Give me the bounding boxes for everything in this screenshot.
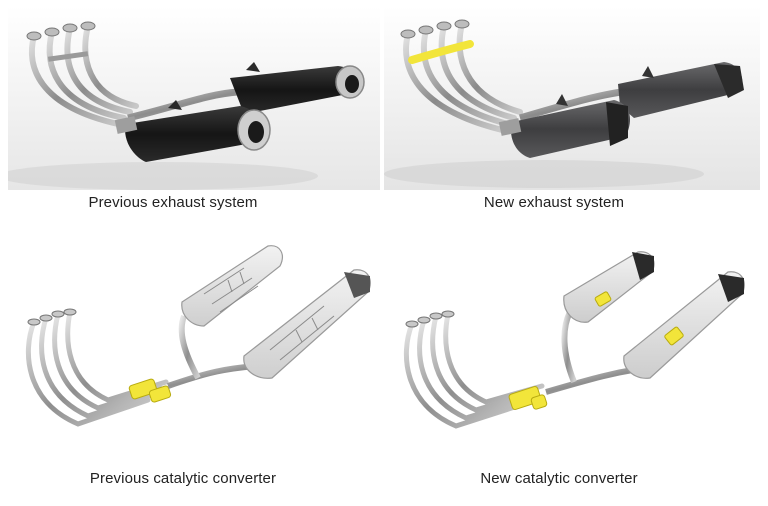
- new-catalyst-block: [508, 386, 548, 410]
- previous-exhaust-image: [8, 6, 380, 190]
- new-exhaust-image: [384, 6, 760, 190]
- new-rear-muffler: [618, 62, 744, 118]
- previous-catalytic-caption: Previous catalytic converter: [89, 470, 277, 487]
- new-upper-muffler: [563, 251, 655, 323]
- header-pipes: [28, 23, 139, 127]
- new-front-muffler: [498, 94, 630, 158]
- new-balance-pipe: [408, 40, 474, 64]
- lower-cutaway-muffler: [243, 269, 371, 379]
- catalyst-block: [128, 378, 172, 403]
- new-exhaust-caption: New exhaust system: [483, 194, 625, 211]
- front-muffler: [114, 100, 271, 162]
- rear-muffler: [230, 62, 365, 114]
- new-catalytic-image: [384, 232, 760, 448]
- new-catalytic-caption: New catalytic converter: [480, 470, 638, 487]
- upper-cutaway-muffler: [181, 245, 283, 327]
- previous-catalytic-image: [8, 232, 380, 448]
- new-lower-muffler: [623, 271, 745, 379]
- previous-exhaust-caption: Previous exhaust system: [88, 194, 258, 211]
